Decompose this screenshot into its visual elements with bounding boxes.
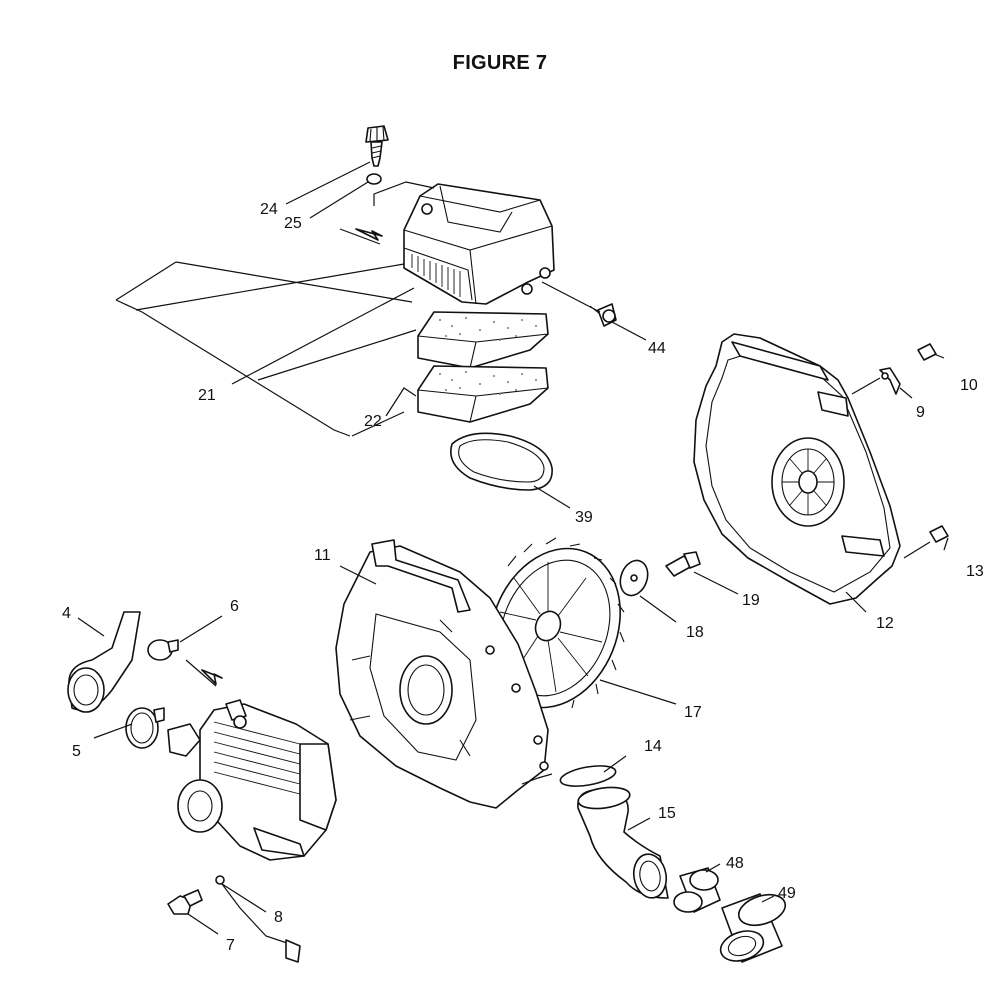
figure-title: FIGURE 7 bbox=[452, 52, 548, 74]
callout-24: 24 bbox=[260, 201, 278, 218]
hose-clamp bbox=[147, 639, 179, 661]
callout-19: 19 bbox=[742, 592, 760, 609]
blower-housing bbox=[335, 539, 549, 809]
filter-element-lower bbox=[417, 365, 549, 423]
callout-4: 4 bbox=[62, 605, 71, 622]
engine bbox=[167, 699, 337, 861]
screw bbox=[589, 303, 617, 327]
callout-5: 5 bbox=[72, 743, 81, 760]
callout-14: 14 bbox=[644, 738, 662, 755]
gasket bbox=[450, 432, 553, 491]
o-ring bbox=[366, 173, 382, 185]
arrow-icon bbox=[201, 669, 223, 685]
callout-12: 12 bbox=[876, 615, 894, 632]
filter-element-upper bbox=[417, 311, 549, 369]
screw bbox=[929, 525, 949, 543]
callout-48: 48 bbox=[726, 855, 744, 872]
callout-11: 11 bbox=[314, 547, 331, 564]
bolt bbox=[167, 889, 203, 915]
callout-8: 8 bbox=[274, 909, 283, 926]
hose-clamp bbox=[125, 707, 165, 749]
callout-25: 25 bbox=[284, 215, 302, 232]
air-cleaner-cover bbox=[403, 183, 555, 305]
callout-13: 13 bbox=[966, 563, 984, 580]
screw bbox=[917, 343, 937, 361]
callout-6: 6 bbox=[230, 598, 239, 615]
callout-labels: 24 25 21 22 44 39 10 9 13 12 11 19 18 17… bbox=[62, 201, 984, 954]
callout-39: 39 bbox=[575, 509, 593, 526]
elbow-pipe bbox=[577, 786, 669, 899]
ground-wire bbox=[215, 875, 301, 963]
callout-44: 44 bbox=[648, 340, 666, 357]
fan-bolt bbox=[665, 551, 701, 577]
callout-18: 18 bbox=[686, 624, 704, 641]
outlet-nozzle bbox=[719, 893, 787, 963]
callout-17: 17 bbox=[684, 704, 702, 721]
callout-10: 10 bbox=[960, 377, 978, 394]
callout-21: 21 bbox=[198, 387, 216, 404]
arrow-icon bbox=[355, 228, 383, 241]
callout-9: 9 bbox=[916, 404, 925, 421]
callout-22: 22 bbox=[364, 413, 382, 430]
o-ring bbox=[559, 765, 617, 787]
air-cleaner-knob bbox=[365, 125, 389, 167]
callout-7: 7 bbox=[226, 937, 235, 954]
fan-washer bbox=[619, 559, 649, 597]
callout-15: 15 bbox=[658, 805, 676, 822]
callout-49: 49 bbox=[778, 885, 796, 902]
outlet-ring bbox=[673, 867, 721, 913]
air-duct bbox=[67, 611, 141, 713]
fan-cover bbox=[693, 333, 901, 605]
bracket-hook bbox=[879, 367, 901, 395]
leader-lines bbox=[77, 161, 949, 935]
